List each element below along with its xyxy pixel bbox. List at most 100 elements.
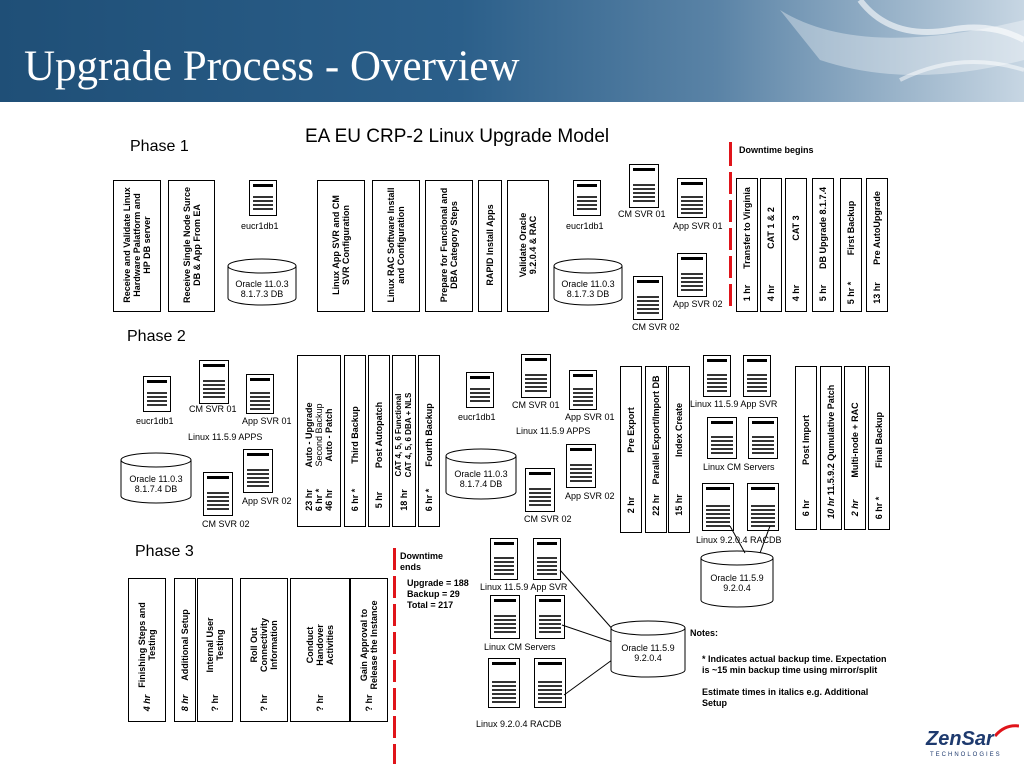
server-slot [529,488,551,490]
server-slot [707,390,727,392]
phase3-step-box [240,578,288,722]
zensar-logo-subtitle: TECHNOLOGIES [930,752,1002,758]
phase1-timed-step-box [785,178,807,312]
zensar-logo: ZenSar [926,728,994,750]
phase2-step-box [820,366,842,530]
server-slot [706,521,730,523]
server-slot [637,300,659,302]
db-host-label: eucr1db1 [566,221,604,231]
server-slot [203,380,225,382]
phase2-step-box [418,355,440,527]
server-slot [147,392,167,394]
slide-header [0,0,1024,102]
db-host-label: eucr1db1 [458,412,496,422]
server-slot [577,204,597,206]
linux-racdb-icon [534,658,566,708]
app-server-label: App SVR 01 [673,221,723,231]
server-slot [752,448,774,450]
note-2: Estimate times in italics e.g. Additiona… [702,687,869,708]
cm-server-label: CM SVR 02 [632,322,680,332]
server-slot [539,631,561,633]
server-slot [529,504,551,506]
server-slot [537,557,557,559]
server-slot [706,513,730,515]
server-slot [253,196,273,198]
downtime-marker [729,142,732,166]
server-slot [711,444,733,446]
server-slot [577,208,597,210]
cm-server-icon [203,472,233,516]
server-slot [253,200,273,202]
phase1-timed-step-box [736,178,758,312]
linux-app-label: Linux 11.5.9 App SVR [690,399,778,409]
server-slot [494,627,516,629]
linux-app-server-icon [533,538,561,580]
db-server-icon [573,180,601,216]
linux-racdb-icon [488,658,520,708]
server-slot [751,521,775,523]
apps-label: Linux 11.5.9 APPS [516,426,591,436]
db-server-icon [249,180,277,216]
server-slot [250,408,270,410]
downtime-marker [729,228,732,250]
linux-app-label: Linux 11.5.9 App SVR [480,582,568,592]
linux-cm-label: Linux CM Servers [484,642,556,652]
server-slot [633,196,655,198]
server-slot [707,386,727,388]
linux-app-server-icon [490,538,518,580]
phase2-step-box [368,355,390,527]
server-slot [494,565,514,567]
database-icon [610,620,686,678]
database-icon [227,258,297,306]
apps-label: Linux 11.5.9 APPS [188,432,263,442]
server-screen [494,542,514,545]
server-slot [752,440,774,442]
server-slot [470,396,490,398]
server-screen [681,257,703,260]
server-slot [147,396,167,398]
slide-title: Upgrade Process - Overview [24,43,520,90]
downtime-marker [393,688,396,710]
server-slot [494,573,514,575]
server-slot [707,382,727,384]
server-slot [539,615,561,617]
phase2-label: Phase 2 [127,328,186,345]
server-slot [633,200,655,202]
cm-server-label: CM SVR 02 [202,519,250,529]
server-slot [529,500,551,502]
db-label: Oracle 11.0.3 8.1.7.3 DB [561,279,615,299]
server-slot [537,573,557,575]
linux-cm-label: Linux CM Servers [703,462,775,472]
server-slot [525,378,547,380]
server-slot [570,464,592,466]
server-slot [494,569,514,571]
server-slot [747,378,767,380]
server-slot [747,382,767,384]
phase2-step-box [668,366,690,533]
linux-racdb-label: Linux 9.2.0.4 RACDB [696,535,782,545]
server-slot [711,436,733,438]
server-slot [637,312,659,314]
server-slot [247,481,269,483]
server-screen [537,542,557,545]
server-slot [570,468,592,470]
server-screen [494,599,516,602]
server-slot [494,623,516,625]
cm-server-icon [521,354,551,398]
linux-app-server-icon [703,355,731,397]
downtime-begins-label: Downtime begins [739,145,814,155]
server-slot [681,281,703,283]
db-server-icon [466,372,494,408]
server-slot [570,480,592,482]
server-slot [492,689,516,691]
phase1-step-box [317,180,365,312]
database-icon [120,452,192,504]
phase1-step-box [425,180,473,312]
server-slot [747,374,767,376]
server-slot [525,386,547,388]
server-screen [147,380,167,383]
server-slot [492,693,516,695]
cm-server-icon [633,276,663,320]
server-slot [706,525,730,527]
server-slot [747,386,767,388]
